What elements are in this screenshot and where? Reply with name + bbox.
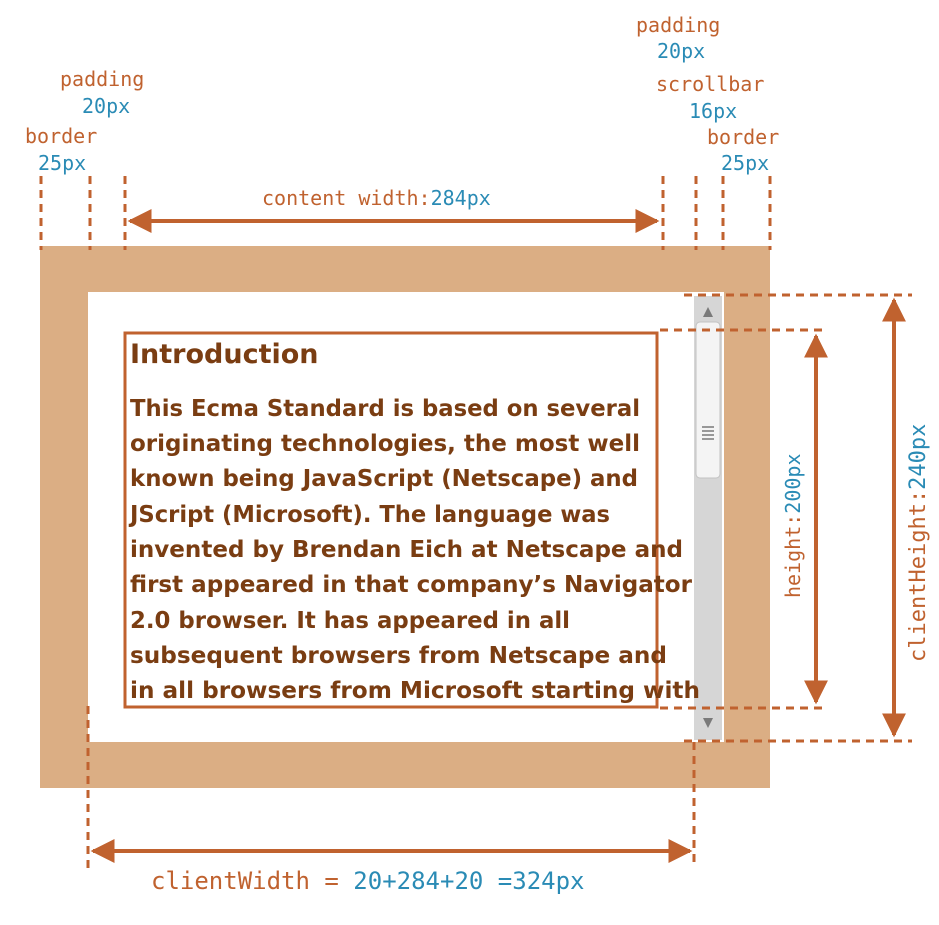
scrollbar[interactable] bbox=[694, 296, 722, 740]
content-line: 2.0 browser. It has appeared in all bbox=[130, 608, 570, 634]
client-height-label: clientHeight:240px bbox=[906, 424, 931, 662]
content-heading: Introduction bbox=[130, 339, 319, 370]
scrollbar-label: scrollbar 16px bbox=[656, 72, 776, 123]
content-line: subsequent browsers from Netscape and bbox=[130, 643, 667, 669]
content-width-label: content width:284px bbox=[262, 186, 491, 210]
scrollbar-grip-icon bbox=[702, 426, 714, 440]
dimension-arrows bbox=[90, 209, 906, 863]
scrollbar-thumb[interactable] bbox=[695, 321, 721, 479]
border-right-label: border 25px bbox=[707, 125, 791, 175]
padding-left-label: padding 20px bbox=[60, 67, 156, 118]
client-width-label: clientWidth = 20+284+20 =324px bbox=[151, 867, 584, 895]
content-box bbox=[123, 331, 659, 709]
content-line: invented by Brendan Eich at Netscape and bbox=[130, 537, 683, 563]
content-line: first appeared in that company’s Navigat… bbox=[130, 572, 693, 598]
content-line: This Ecma Standard is based on several bbox=[130, 396, 640, 422]
height-label: height:200px bbox=[781, 453, 805, 598]
scroll-down-arrow-icon[interactable] bbox=[703, 718, 713, 728]
content-line: JScript (Microsoft). The language was bbox=[128, 502, 610, 528]
content-lines: This Ecma Standard is based on several o… bbox=[128, 396, 700, 704]
content-line: known being JavaScript (Netscape) and bbox=[130, 466, 638, 492]
element-padding-area bbox=[88, 292, 724, 742]
content-line: in all browsers from Microsoft starting … bbox=[130, 678, 700, 704]
guide-lines bbox=[39, 176, 912, 868]
padding-right-label: padding 20px bbox=[636, 13, 732, 63]
border-left-label: border 25px bbox=[25, 124, 109, 175]
scroll-up-arrow-icon[interactable] bbox=[703, 307, 713, 317]
content-line: originating technologies, the most well bbox=[130, 431, 640, 457]
